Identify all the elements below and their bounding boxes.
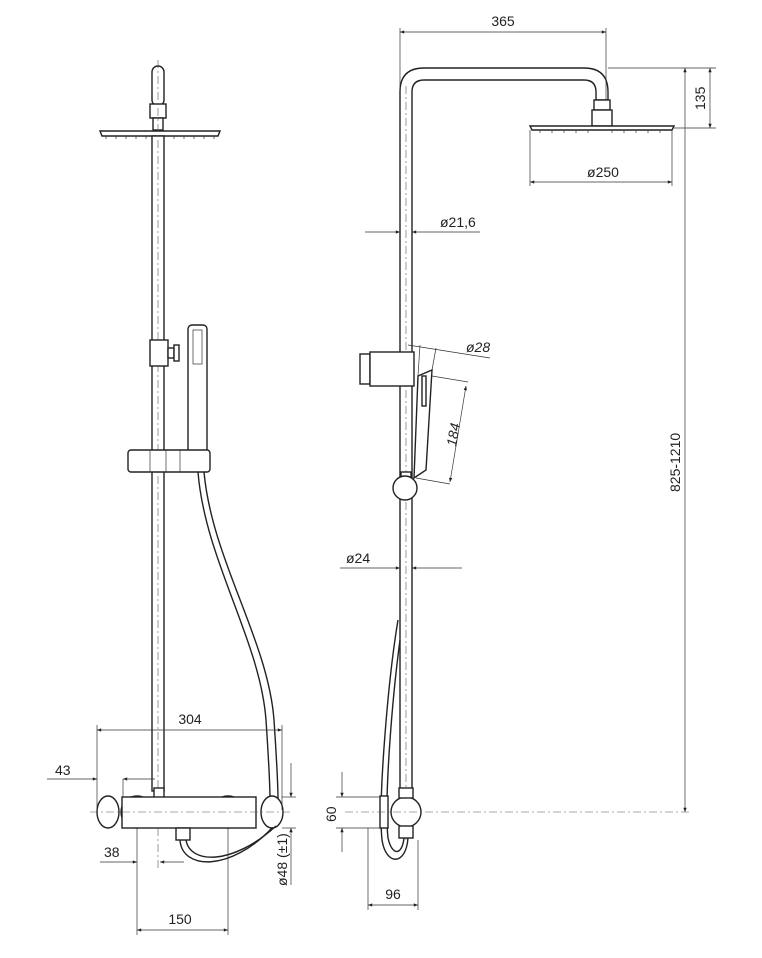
hand-shower-nozzles [192,329,203,365]
outlet-nut [175,827,191,841]
hand-shower-holder [369,351,415,387]
head-nozzles [539,130,661,133]
dim-mixer-height-label: 60 [323,806,339,822]
ext-line [415,477,451,485]
dim-line-28 [407,344,491,359]
front-view: 304 43 38 150 ø48 (±1) [47,60,296,935]
dim-width-label: 304 [178,711,202,727]
dim-height-range-label: 825-1210 [667,433,683,492]
shower-head-side [528,125,676,131]
dim-connection-spacing-label: 150 [168,911,192,927]
ext-line [431,375,469,383]
shower-arm-pipe [399,67,609,801]
slider-knob [173,344,180,362]
ext-line [417,344,421,377]
dim-head-diameter-label: ø250 [587,164,619,180]
dim-arm-drop-label: 135 [692,86,708,110]
slider-clamp [149,339,169,367]
holder-knob [359,353,371,385]
dim-handshower-diameter-label: ø28 [466,339,490,355]
dim-handshower-length-label: 184 [443,422,463,448]
slider-knob [392,475,418,501]
head-nozzles [105,136,215,139]
dim-line-184 [449,385,467,483]
hand-shower-nozzles [421,375,427,407]
dim-offset-label: 43 [55,762,71,778]
hose-outline [203,471,279,801]
hose-loop-outline [185,825,277,858]
hand-shower [187,324,208,454]
hand-shower-holder [127,449,211,473]
slider-screw [167,347,175,359]
side-view: 365 135 ø250 825-1210 ø21,6 ø28 184 ø24 … [323,13,716,910]
hand-shower [413,368,433,480]
hose [197,471,271,801]
dim-arm-reach-label: 365 [491,13,515,29]
dim-wall-depth-label: 96 [385,886,401,902]
hose-loop [179,827,273,863]
dim-lower-pipe-diameter-label: ø24 [346,550,370,566]
ext-line [431,347,437,371]
dim-center-offset-label: 38 [104,844,120,860]
arm-nut [593,99,611,111]
outlet-nut [398,825,414,839]
head-connector [591,109,613,127]
pipe-nut [398,787,414,799]
thermostat-body [121,796,257,829]
dim-body-diameter-label: ø48 (±1) [274,833,290,886]
dim-upper-pipe-diameter-label: ø21,6 [440,214,476,230]
shower-head-front [98,130,222,137]
